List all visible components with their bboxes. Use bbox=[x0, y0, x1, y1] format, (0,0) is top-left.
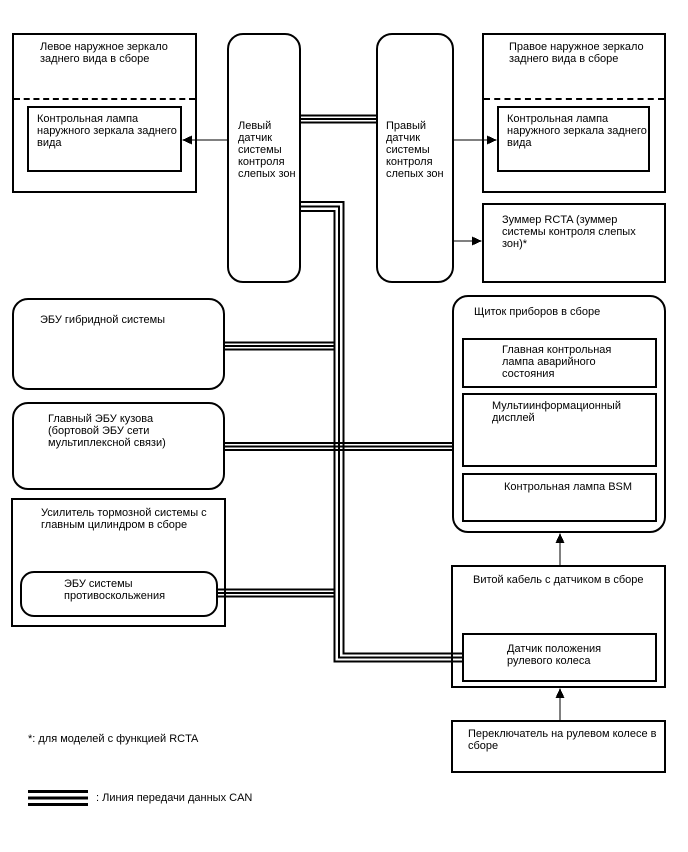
bsm-indicator-lamp-label: Контрольная лампа BSM bbox=[504, 481, 633, 493]
right-mirror-title: Правое наружное зеркало заднего вида в с… bbox=[509, 41, 644, 65]
instrument-cluster-title: Щиток приборов в сборе bbox=[474, 306, 601, 318]
left-mirror-title: Левое наружное зеркало заднего вида в сб… bbox=[40, 41, 168, 65]
right-mirror-lamp-label: Контрольная лампа наружного зеркала задн… bbox=[507, 113, 647, 149]
spiral-cable-box: Витой кабель с датчиком в сборе Датчик п… bbox=[451, 565, 666, 688]
can-line-legend-swatch bbox=[28, 790, 88, 806]
right-mirror-divider bbox=[484, 98, 664, 100]
instrument-cluster-box: Щиток приборов в сборе Главная контрольн… bbox=[452, 295, 666, 533]
right-blind-spot-sensor-box: Правый датчик системы контроля слепых зо… bbox=[376, 33, 454, 283]
left-blind-spot-sensor-box: Левый датчик системы контроля слепых зон bbox=[227, 33, 301, 283]
rcta-buzzer-label: Зуммер RCTA (зуммер системы контроля сле… bbox=[502, 214, 636, 250]
brake-booster-box: Усилитель тормозной системы с главным ци… bbox=[11, 498, 226, 627]
skid-control-ecu-box: ЭБУ системы противоскольжения bbox=[20, 571, 218, 617]
left-blind-spot-sensor-label: Левый датчик системы контроля слепых зон bbox=[238, 120, 296, 180]
arrow-left-sensor-to-mirror-lamp bbox=[182, 135, 227, 145]
can-line-sensors-link bbox=[301, 114, 377, 124]
multi-information-display-box: Мультиинформационный дисплей bbox=[462, 393, 657, 467]
can-branch-body-ecu-cluster bbox=[225, 442, 452, 451]
master-warning-lamp-label: Главная контрольная лампа аварийного сос… bbox=[502, 344, 612, 380]
spiral-cable-title: Витой кабель с датчиком в сборе bbox=[473, 574, 644, 586]
can-line-legend-label: : Линия передачи данных CAN bbox=[96, 792, 253, 804]
left-mirror-lamp-label: Контрольная лампа наружного зеркала задн… bbox=[37, 113, 177, 149]
left-mirror-divider bbox=[14, 98, 195, 100]
steering-switch-box: Переключатель на рулевом колесе в сборе bbox=[451, 720, 666, 773]
skid-control-ecu-label: ЭБУ системы противоскольжения bbox=[64, 578, 166, 602]
arrow-spiral-cable-to-cluster bbox=[555, 533, 565, 565]
main-body-ecu-label: Главный ЭБУ кузова (бортовой ЭБУ сети му… bbox=[48, 413, 166, 449]
can-branch-skid-control-ecu bbox=[218, 588, 336, 598]
main-body-ecu-box: Главный ЭБУ кузова (бортовой ЭБУ сети му… bbox=[12, 402, 225, 490]
brake-booster-title: Усилитель тормозной системы с главным ци… bbox=[41, 507, 207, 531]
rcta-buzzer-box: Зуммер RCTA (зуммер системы контроля сле… bbox=[482, 203, 666, 283]
rcta-footnote: *: для моделей с функцией RCTA bbox=[28, 733, 199, 745]
arrow-right-sensor-to-buzzer bbox=[454, 236, 482, 246]
left-mirror-box: Левое наружное зеркало заднего вида в сб… bbox=[12, 33, 197, 193]
hybrid-ecu-box: ЭБУ гибридной системы bbox=[12, 298, 225, 390]
multi-information-display-label: Мультиинформационный дисплей bbox=[492, 400, 621, 424]
right-mirror-box: Правое наружное зеркало заднего вида в с… bbox=[482, 33, 666, 193]
right-blind-spot-sensor-label: Правый датчик системы контроля слепых зо… bbox=[386, 120, 444, 180]
can-bus-main bbox=[301, 201, 462, 663]
bsm-indicator-lamp-box: Контрольная лампа BSM bbox=[462, 473, 657, 522]
right-mirror-lamp-box: Контрольная лампа наружного зеркала задн… bbox=[497, 106, 650, 172]
steering-switch-label: Переключатель на рулевом колесе в сборе bbox=[468, 728, 657, 752]
steering-angle-sensor-box: Датчик положения рулевого колеса bbox=[462, 633, 657, 682]
arrow-steering-switch-to-spiral-cable bbox=[555, 688, 565, 720]
steering-angle-sensor-label: Датчик положения рулевого колеса bbox=[507, 643, 602, 667]
hybrid-ecu-label: ЭБУ гибридной системы bbox=[40, 314, 166, 326]
master-warning-lamp-box: Главная контрольная лампа аварийного сос… bbox=[462, 338, 657, 388]
left-mirror-lamp-box: Контрольная лампа наружного зеркала задн… bbox=[27, 106, 182, 172]
can-branch-hybrid-ecu bbox=[225, 341, 336, 351]
